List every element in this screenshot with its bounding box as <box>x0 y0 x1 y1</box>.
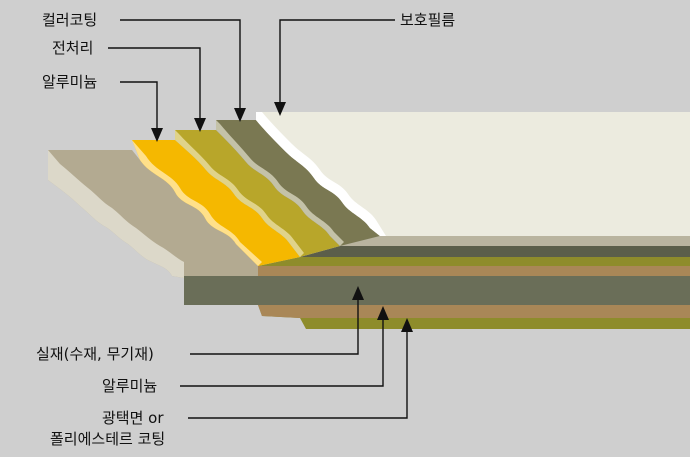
color-coating-layer <box>216 120 380 246</box>
leader-line-finish <box>188 330 408 419</box>
arrow-finish <box>401 318 413 332</box>
leader-line-protective-film <box>279 19 395 104</box>
label-protective-film: 보호필름 <box>400 11 456 29</box>
protective-film-layer <box>256 112 690 236</box>
arrow-color-coating <box>234 108 246 122</box>
label-aluminum-bottom: 알루미늄 <box>102 377 158 395</box>
leader-line-color-coating <box>120 19 241 110</box>
bottom-aluminum-layer <box>258 305 690 318</box>
arrow-pretreatment <box>194 118 206 132</box>
label-core: 실재(수재, 무기재) <box>36 345 154 363</box>
aluminum-layer <box>132 140 300 266</box>
core-body <box>184 276 690 305</box>
aluminum-layer-highlight <box>132 140 262 266</box>
leader-line-pretreatment <box>108 47 201 120</box>
leader-line-aluminum-top <box>120 81 158 130</box>
pretreatment-layer <box>175 130 340 257</box>
label-color-coating: 컬러코팅 <box>42 11 98 29</box>
label-finish-line1: 광택면 or <box>102 409 164 427</box>
upper-aluminum-strip <box>258 266 690 276</box>
arrow-core <box>352 286 364 300</box>
core-edge-surface <box>48 150 258 305</box>
arrow-aluminum-top <box>151 128 163 142</box>
arrow-protective-film <box>274 102 286 116</box>
dark-coating-strip <box>300 246 690 257</box>
upper-coating-strip <box>258 257 690 266</box>
label-pretreatment: 전처리 <box>52 39 94 57</box>
arrow-aluminum-bottom <box>377 306 389 320</box>
color-coating-layer-highlight <box>216 120 344 246</box>
protective-film-edge <box>256 112 386 236</box>
leader-line-core <box>190 298 359 355</box>
label-finish-line2: 폴리에스테르 코팅 <box>50 430 166 448</box>
film-edge-strip <box>340 236 690 246</box>
leader-line-aluminum-bottom <box>180 318 384 387</box>
core-edge-shadow <box>48 150 184 278</box>
pretreatment-layer-highlight <box>175 130 304 257</box>
label-aluminum-top: 알루미늄 <box>42 73 98 91</box>
